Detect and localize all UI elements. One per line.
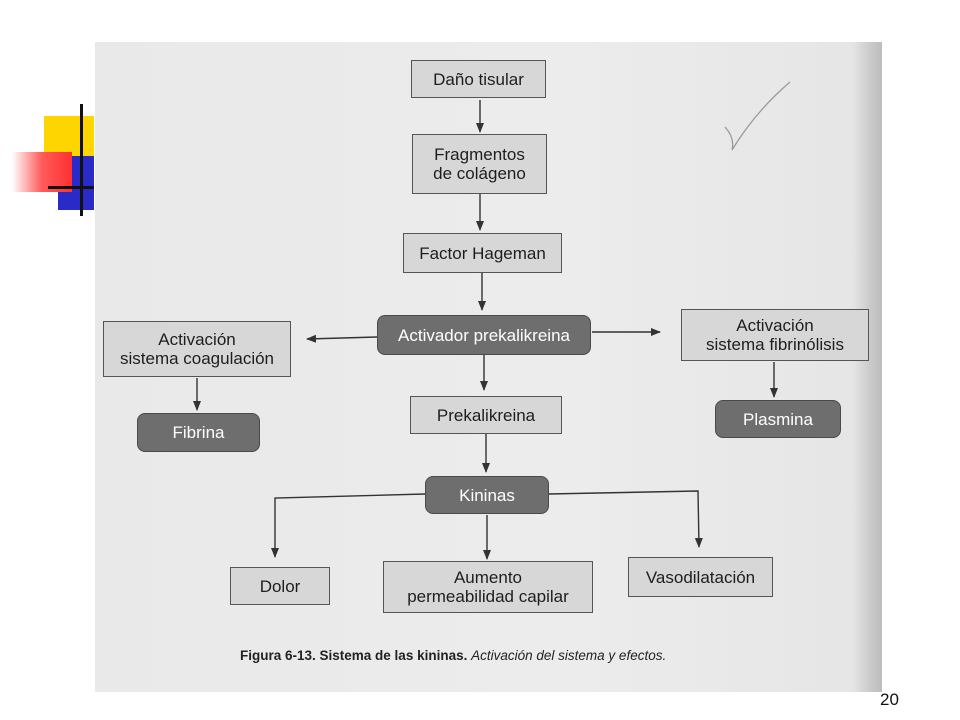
pencil-checkmark [724,81,791,151]
logo-horizontal-line [48,186,94,189]
caption-label: Figura 6-13. Sistema de las kininas. [240,648,468,663]
node-factor-hageman: Factor Hageman [403,233,562,273]
caption-text: Activación del sistema y efectos. [471,648,667,663]
node-dano-tisular: Daño tisular [411,60,546,98]
node-plasmina: Plasmina [715,400,841,438]
arrow-kininas-vasodilatacion [547,490,703,548]
arrow-activador-coagulacion [306,334,378,343]
node-activacion-coagulacion: Activación sistema coagulación [103,321,291,377]
node-fibrina: Fibrina [137,413,260,452]
scan-page-edge [856,42,882,692]
logo-red-square [12,152,72,192]
page-number: 20 [880,690,899,709]
node-activacion-fibrinolisis: Activación sistema fibrinólisis [681,309,869,361]
node-fragmentos-colageno: Fragmentos de colágeno [412,134,547,194]
node-aumento-permeabilidad: Aumento permeabilidad capilar [383,561,593,613]
slide-logo [10,100,100,220]
node-activador-prekalikreina: Activador prekalikreina [377,315,591,355]
scanned-figure: Daño tisular Fragmentos de colágeno Fact… [95,42,882,692]
node-kininas: Kininas [425,476,549,514]
logo-vertical-line [80,104,83,216]
arrow-kininas-dolor [271,493,426,558]
node-vasodilatacion: Vasodilatación [628,557,773,597]
node-dolor: Dolor [230,567,330,605]
node-prekalikreina: Prekalikreina [410,396,562,434]
diagram-connectors [193,81,791,560]
figure-caption: Figura 6-13. Sistema de las kininas. Act… [240,648,800,663]
